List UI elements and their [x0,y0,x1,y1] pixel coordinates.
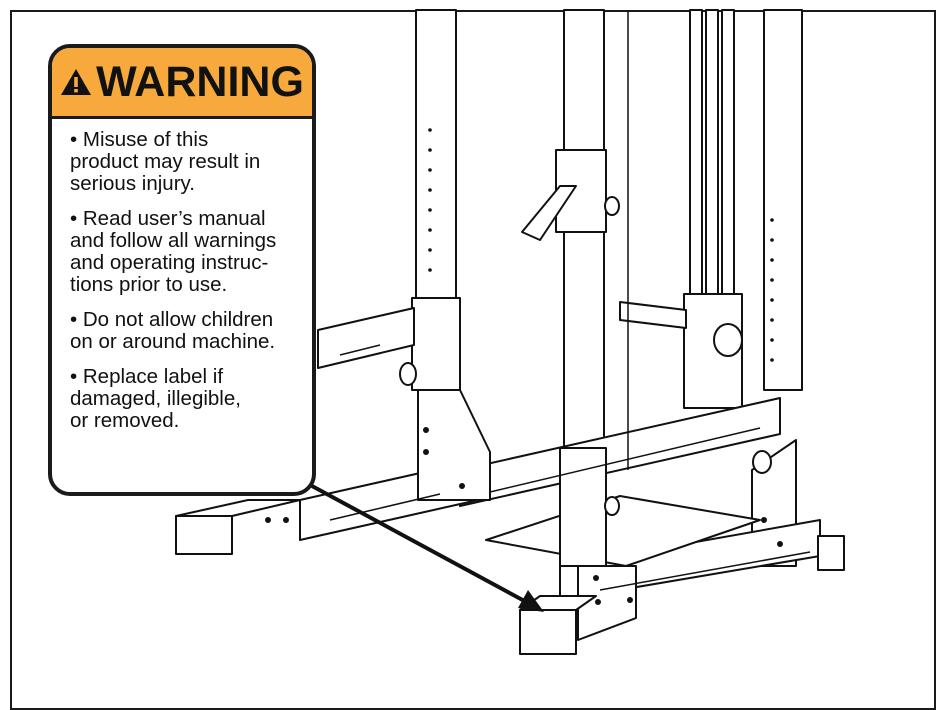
foot-front [519,609,577,655]
warning-header: WARNING [52,48,312,119]
foot-right [817,535,845,571]
warning-item: • Replace label if damaged, illegible, o… [70,365,241,432]
warning-item: • Do not allow children on or around mac… [70,308,276,353]
warning-title: WARNING [96,57,304,106]
upright-left [415,9,457,301]
warning-item: • Misuse of this product may result in s… [70,128,261,195]
power-rack-illustration [175,9,845,655]
pointer-arrowhead [518,590,544,612]
upright-right [763,9,803,391]
pointer-arrow-line [311,484,531,606]
warning-triangle-icon [61,69,92,95]
warning-label: WARNING • Misuse of this product may res… [48,44,316,496]
foot-left [175,515,233,555]
warning-item: • Read user’s manual and follow all warn… [70,207,277,296]
warning-items: • Misuse of this product may result in s… [52,119,312,432]
